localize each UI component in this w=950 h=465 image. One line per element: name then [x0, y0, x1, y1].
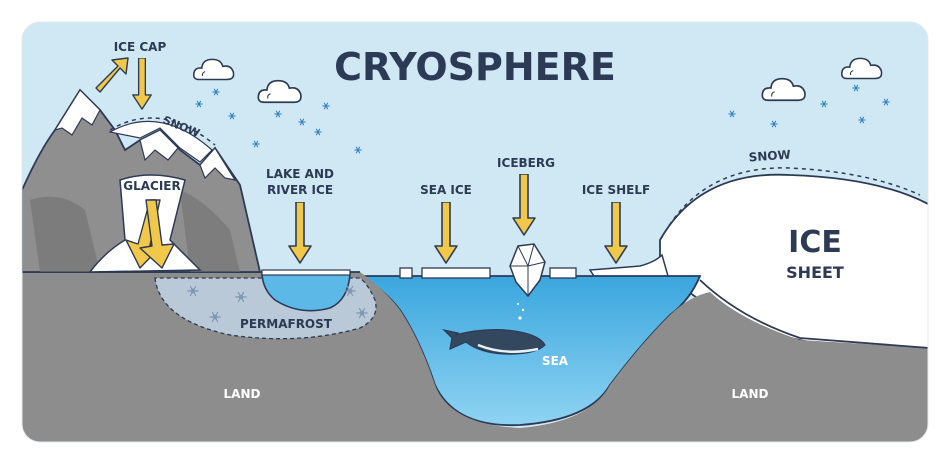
label-permafrost: PERMAFROST [240, 317, 333, 331]
sea-ice-floe [549, 267, 577, 279]
label-ice-sheet-line1: ICE [788, 225, 842, 260]
page-title: CRYOSPHERE [334, 45, 616, 89]
label-sea: SEA [542, 354, 569, 368]
whale-icon [442, 303, 546, 355]
iceberg-shape [509, 243, 546, 298]
land-right [520, 292, 928, 442]
sea-ice-floe [421, 267, 491, 279]
snow-dashed-line-right [664, 167, 921, 233]
arrow-icon [139, 199, 175, 269]
lake-ice [261, 269, 351, 276]
label-ice-sheet-line2: SHEET [786, 263, 844, 282]
label-ice-shelf: ICE SHELF [582, 183, 650, 197]
snow-dashed-line-left [109, 117, 216, 146]
label-iceberg: ICEBERG [497, 156, 555, 170]
label-snow-right: SNOW [748, 148, 791, 165]
ice-shelf-shape [588, 253, 669, 280]
ice-cap-snow [108, 120, 213, 163]
label-ice-cap: ICE CAP [114, 40, 167, 54]
arrow-icon [95, 57, 129, 93]
label-lake-river-ice-line1: LAKE AND [266, 167, 334, 181]
lake-water [261, 273, 351, 312]
sea-ice-floe [399, 267, 413, 279]
label-sea-ice: SEA ICE [420, 183, 472, 197]
land-left [22, 272, 520, 442]
label-lake-river-ice-line2: RIVER ICE [267, 183, 333, 197]
label-land-left: LAND [224, 387, 261, 401]
label-land-right: LAND [732, 387, 769, 401]
label-glacier: GLACIER [123, 179, 181, 193]
